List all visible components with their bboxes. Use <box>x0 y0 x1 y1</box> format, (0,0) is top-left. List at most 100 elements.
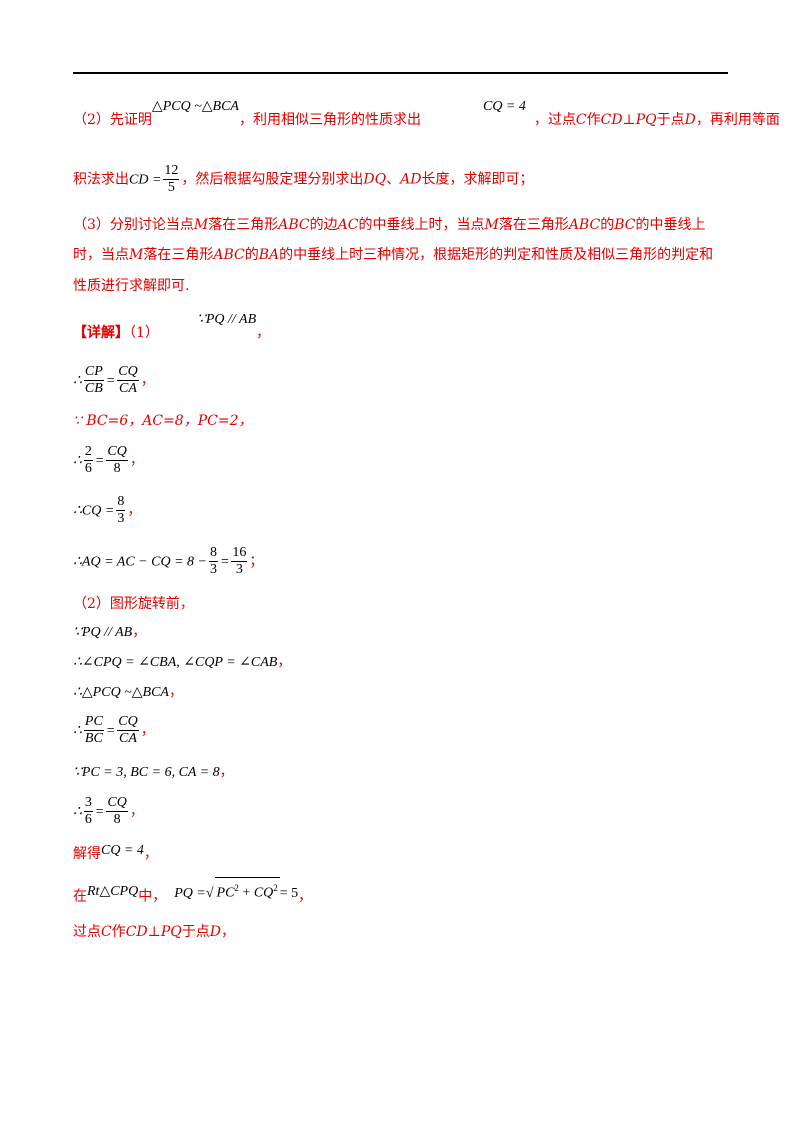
text: CQ = 4 <box>101 843 144 858</box>
text: 落在三角形 <box>498 217 569 233</box>
text: 的 <box>244 247 259 263</box>
text: C <box>101 924 112 940</box>
text: 、 <box>386 171 401 188</box>
detail-heading: 【详解】（1）∵PQ // AB， <box>73 312 270 344</box>
text: 8 <box>113 812 121 827</box>
text: ∴ <box>73 373 82 389</box>
math: ∵PQ // AB <box>196 312 257 327</box>
text: （2）先证明 <box>73 112 152 128</box>
text: 的边 <box>309 217 338 233</box>
text: PQ = <box>174 885 206 901</box>
text: BA <box>258 247 280 263</box>
square-root: PC2 + CQ2 <box>214 877 280 904</box>
text: = <box>105 373 116 389</box>
text: 12 <box>163 163 180 180</box>
text: = 5 <box>279 885 299 901</box>
text: ， <box>140 722 155 739</box>
text: 的 <box>600 217 615 233</box>
text: 作 <box>111 924 126 940</box>
text: CQ <box>117 714 139 731</box>
text: 5 <box>167 180 175 195</box>
text: ∴ <box>73 453 82 469</box>
text: ∴ <box>73 723 82 739</box>
text: ， <box>220 924 235 940</box>
text: ，过点 <box>533 112 576 128</box>
text: CQ <box>106 795 128 812</box>
text: AQ = AC − CQ = 8 − <box>81 554 207 570</box>
var: AD <box>400 171 422 188</box>
text: 解得 <box>73 846 101 862</box>
text: 3 <box>117 511 125 526</box>
header-rule <box>73 72 728 74</box>
text: 长度，求解即可； <box>421 171 534 188</box>
analysis-part3-line1: （3）分别讨论当点M落在三角形ABC的边AC的中垂线上时，当点M落在三角形ABC… <box>73 215 705 235</box>
text: 积法求出 <box>73 171 129 188</box>
text: 中， <box>138 888 167 905</box>
text: ， <box>277 654 292 670</box>
text: CA <box>119 381 137 396</box>
text: ，再利用等面 <box>695 112 780 128</box>
text: CQ <box>253 885 274 901</box>
text: 6 <box>84 461 92 476</box>
text: CQ = <box>81 503 115 519</box>
text: 8 <box>113 461 121 476</box>
text: CP <box>83 364 104 381</box>
text: PC <box>216 885 235 901</box>
text: ， <box>168 684 183 700</box>
text: CQ <box>117 364 139 381</box>
text: 的中垂线上 <box>635 217 706 233</box>
step-2: ∵ BC=6，AC=8，PC=2， <box>73 411 252 431</box>
text: ∵PC = 3, BC = 6, CA = 8 <box>73 765 220 780</box>
text: ∴∠CPQ = ∠CBA, ∠CQP = ∠CAB <box>73 655 278 670</box>
text: 8 <box>116 494 126 511</box>
text: 3 <box>83 795 93 812</box>
text: ， <box>132 624 147 640</box>
text: ， <box>143 846 158 862</box>
text: M <box>129 247 144 263</box>
text: ∵ BC=6，AC=8，PC=2， <box>73 413 253 429</box>
text: BC <box>84 731 103 746</box>
text: 6 <box>84 812 92 827</box>
text: （3）分别讨论当点 <box>73 217 194 233</box>
text: ∵PQ // AB <box>73 625 133 640</box>
text: 2 <box>234 883 239 893</box>
text: ，利用相似三角形的性质求出 <box>238 112 421 128</box>
text: （1） <box>129 325 159 341</box>
text: 性质进行求解即可. <box>73 278 190 294</box>
part2-heading: （2）图形旋转前， <box>73 594 194 614</box>
text: 作 <box>586 112 601 128</box>
text: 2 <box>83 444 93 461</box>
analysis-part3-line2: 时，当点M落在三角形ABC的BA的中垂线上时三种情况，根据矩形的判定和性质及相似… <box>73 245 713 265</box>
text: 8 <box>208 545 218 562</box>
text: PC <box>83 714 104 731</box>
text: ∴ <box>73 554 82 570</box>
math: CD = <box>129 172 162 188</box>
text: 3 <box>209 562 217 577</box>
var: C <box>575 112 587 128</box>
text: CD⊥PQ <box>125 924 182 940</box>
math-similar: △PCQ ~△BCA <box>151 99 239 114</box>
text: ， <box>219 764 234 780</box>
part2-step9: 过点C作CD⊥PQ于点D， <box>73 922 235 942</box>
text: 于点 <box>181 924 210 940</box>
text: ， <box>140 372 155 389</box>
text: 落在三角形 <box>143 247 214 263</box>
part2-step1: ∵PQ // AB， <box>73 622 146 643</box>
text: ； <box>249 553 264 570</box>
text: 2 <box>273 883 278 893</box>
text: ∴ <box>73 804 82 820</box>
analysis-part3-line3: 性质进行求解即可. <box>73 276 189 296</box>
